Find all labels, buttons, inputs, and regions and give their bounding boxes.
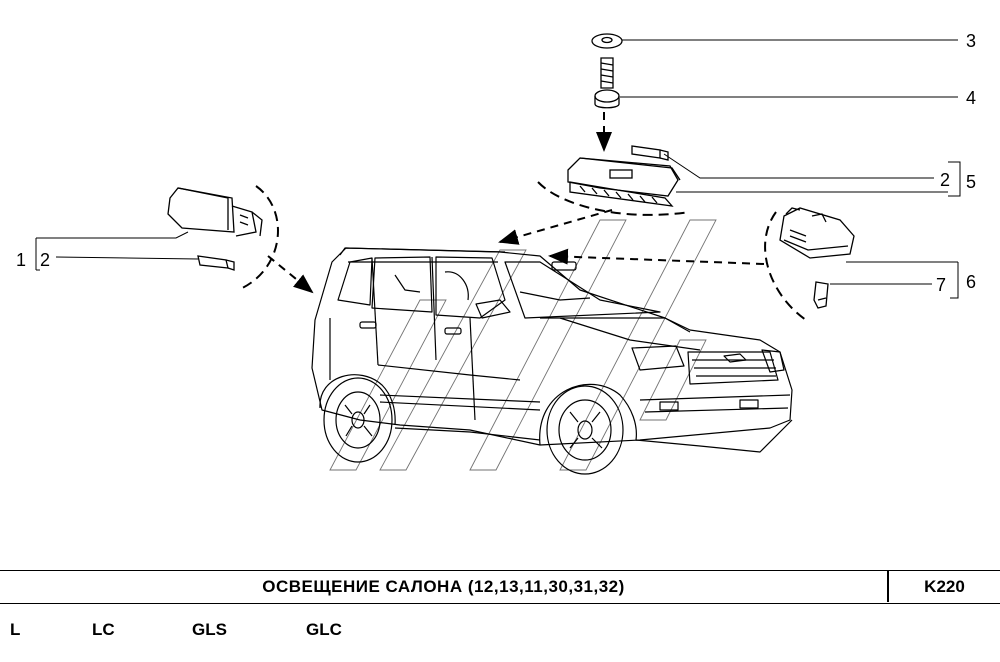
- callout-2-left: 2: [40, 250, 50, 270]
- dashed-arrows: [267, 112, 765, 294]
- callout-1: 1: [16, 250, 26, 270]
- cargo-lamp-assembly: [779, 207, 855, 309]
- title-bar: ОСВЕЩЕНИЕ САЛОНА (12,13,11,30,31,32) K22…: [0, 570, 1000, 604]
- callout-5: 5: [966, 172, 976, 192]
- parts-diagram: 1 2 3 4 2 5 7 6: [16, 31, 976, 475]
- front-lamp-assembly: [567, 33, 681, 207]
- callout-3: 3: [966, 31, 976, 51]
- page-title: ОСВЕЩЕНИЕ САЛОНА (12,13,11,30,31,32): [262, 577, 625, 596]
- leader-lines: [35, 39, 961, 299]
- trim-label: L: [10, 620, 21, 639]
- trim-label: GLC: [306, 620, 342, 639]
- callout-4: 4: [966, 88, 976, 108]
- page-code: K220: [924, 577, 965, 596]
- title-divider: [887, 571, 889, 602]
- rear-lamp-assembly: [167, 187, 263, 271]
- callout-6: 6: [966, 272, 976, 292]
- vehicle-drawing: [311, 247, 793, 475]
- trim-label: LC: [92, 620, 115, 639]
- trim-label: GLS: [192, 620, 227, 639]
- dashed-arcs: [237, 181, 807, 321]
- watermark-lines: [329, 219, 717, 471]
- callout-2-top: 2: [940, 170, 950, 190]
- callout-7: 7: [936, 275, 946, 295]
